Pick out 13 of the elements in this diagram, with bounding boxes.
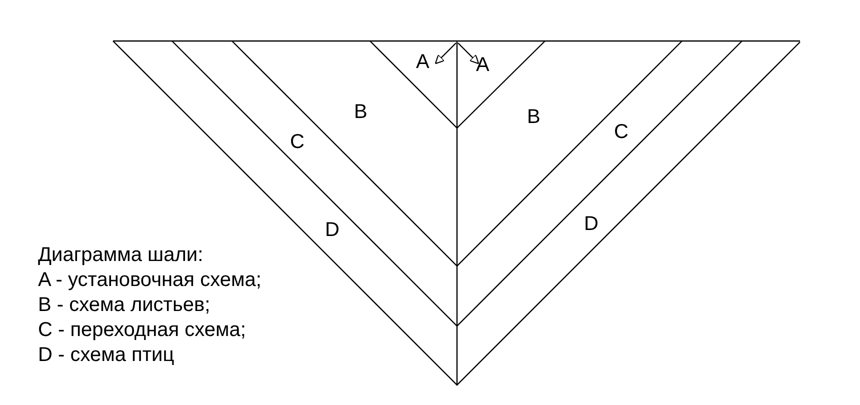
section-letter: D [325,220,340,240]
section-letter: B [527,107,540,127]
key-heading: Диаграмма шали: [38,245,204,265]
section-letter: B [354,102,368,122]
section-letter: A [416,52,430,72]
key-text: C - переходная схема; [38,320,246,340]
key-text: B - схема листьев; [38,295,210,315]
section-letter: A [476,55,490,75]
key-text: D - схема птиц [38,345,174,365]
key-text: A - установочная схема; [38,270,262,290]
section-letter: C [614,122,628,142]
section-letter: D [584,214,598,234]
section-letter: C [290,132,304,152]
